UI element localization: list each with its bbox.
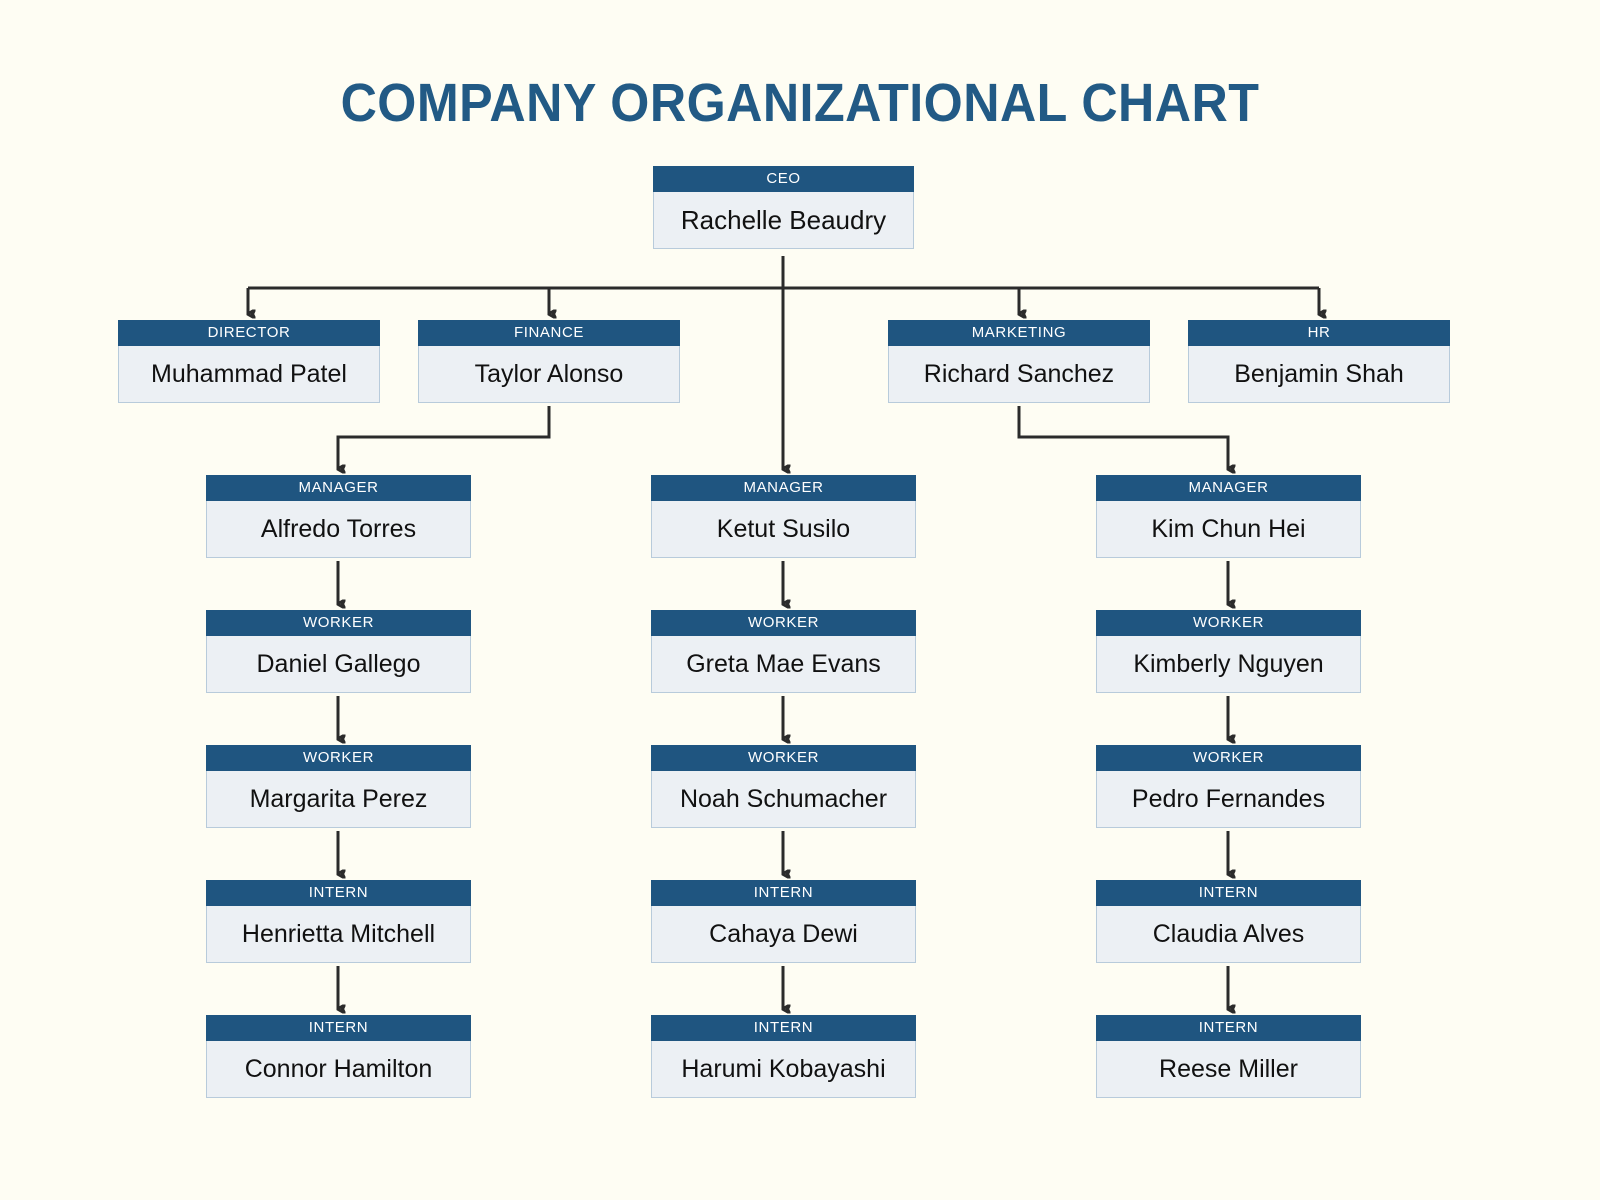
node-marketing-name: Richard Sanchez: [888, 346, 1150, 403]
node-marketing[interactable]: MARKETING Richard Sanchez: [888, 320, 1150, 403]
connector-marketing-to-manager-right: [1017, 406, 1228, 469]
node-intern-right-1-name: Claudia Alves: [1096, 906, 1361, 963]
node-intern-left-2-name: Connor Hamilton: [206, 1041, 471, 1098]
node-worker-left-1[interactable]: WORKER Daniel Gallego: [206, 610, 471, 693]
node-intern-right-2-name: Reese Miller: [1096, 1041, 1361, 1098]
node-marketing-role: MARKETING: [888, 320, 1150, 346]
node-worker-right-2-name: Pedro Fernandes: [1096, 771, 1361, 828]
node-ceo-name: Rachelle Beaudry: [653, 192, 914, 249]
node-intern-left-2-role: INTERN: [206, 1015, 471, 1041]
node-worker-center-1-name: Greta Mae Evans: [651, 636, 916, 693]
node-hr-name: Benjamin Shah: [1188, 346, 1450, 403]
node-director-name: Muhammad Patel: [118, 346, 380, 403]
node-intern-left-1-name: Henrietta Mitchell: [206, 906, 471, 963]
node-intern-right-2[interactable]: INTERN Reese Miller: [1096, 1015, 1361, 1098]
node-worker-right-1-role: WORKER: [1096, 610, 1361, 636]
node-finance-role: FINANCE: [418, 320, 680, 346]
node-intern-center-1[interactable]: INTERN Cahaya Dewi: [651, 880, 916, 963]
node-intern-left-2[interactable]: INTERN Connor Hamilton: [206, 1015, 471, 1098]
node-manager-center[interactable]: MANAGER Ketut Susilo: [651, 475, 916, 558]
node-worker-left-1-role: WORKER: [206, 610, 471, 636]
node-manager-left-role: MANAGER: [206, 475, 471, 501]
node-intern-center-2[interactable]: INTERN Harumi Kobayashi: [651, 1015, 916, 1098]
node-intern-right-2-role: INTERN: [1096, 1015, 1361, 1041]
node-manager-center-role: MANAGER: [651, 475, 916, 501]
node-worker-right-1[interactable]: WORKER Kimberly Nguyen: [1096, 610, 1361, 693]
node-hr-role: HR: [1188, 320, 1450, 346]
node-intern-right-1[interactable]: INTERN Claudia Alves: [1096, 880, 1361, 963]
node-worker-left-2-name: Margarita Perez: [206, 771, 471, 828]
node-manager-right-name: Kim Chun Hei: [1096, 501, 1361, 558]
connector-finance-to-manager-left: [336, 406, 551, 469]
node-worker-center-2-role: WORKER: [651, 745, 916, 771]
node-worker-left-2-role: WORKER: [206, 745, 471, 771]
node-ceo-role: CEO: [653, 166, 914, 192]
node-hr[interactable]: HR Benjamin Shah: [1188, 320, 1450, 403]
node-worker-right-2-role: WORKER: [1096, 745, 1361, 771]
node-intern-left-1[interactable]: INTERN Henrietta Mitchell: [206, 880, 471, 963]
node-manager-left[interactable]: MANAGER Alfredo Torres: [206, 475, 471, 558]
node-ceo[interactable]: CEO Rachelle Beaudry: [653, 166, 914, 249]
node-manager-right-role: MANAGER: [1096, 475, 1361, 501]
node-worker-center-2[interactable]: WORKER Noah Schumacher: [651, 745, 916, 828]
node-intern-center-2-name: Harumi Kobayashi: [651, 1041, 916, 1098]
node-finance[interactable]: FINANCE Taylor Alonso: [418, 320, 680, 403]
node-worker-left-2[interactable]: WORKER Margarita Perez: [206, 745, 471, 828]
node-manager-left-name: Alfredo Torres: [206, 501, 471, 558]
node-worker-right-2[interactable]: WORKER Pedro Fernandes: [1096, 745, 1361, 828]
node-manager-center-name: Ketut Susilo: [651, 501, 916, 558]
node-intern-center-1-name: Cahaya Dewi: [651, 906, 916, 963]
node-worker-center-1-role: WORKER: [651, 610, 916, 636]
node-intern-center-1-role: INTERN: [651, 880, 916, 906]
page-title: COMPANY ORGANIZATIONAL CHART: [340, 73, 1260, 133]
node-manager-right[interactable]: MANAGER Kim Chun Hei: [1096, 475, 1361, 558]
node-director[interactable]: DIRECTOR Muhammad Patel: [118, 320, 380, 403]
node-worker-center-2-name: Noah Schumacher: [651, 771, 916, 828]
node-intern-left-1-role: INTERN: [206, 880, 471, 906]
node-worker-right-1-name: Kimberly Nguyen: [1096, 636, 1361, 693]
node-worker-center-1[interactable]: WORKER Greta Mae Evans: [651, 610, 916, 693]
node-worker-left-1-name: Daniel Gallego: [206, 636, 471, 693]
node-director-role: DIRECTOR: [118, 320, 380, 346]
node-intern-right-1-role: INTERN: [1096, 880, 1361, 906]
node-finance-name: Taylor Alonso: [418, 346, 680, 403]
node-intern-center-2-role: INTERN: [651, 1015, 916, 1041]
